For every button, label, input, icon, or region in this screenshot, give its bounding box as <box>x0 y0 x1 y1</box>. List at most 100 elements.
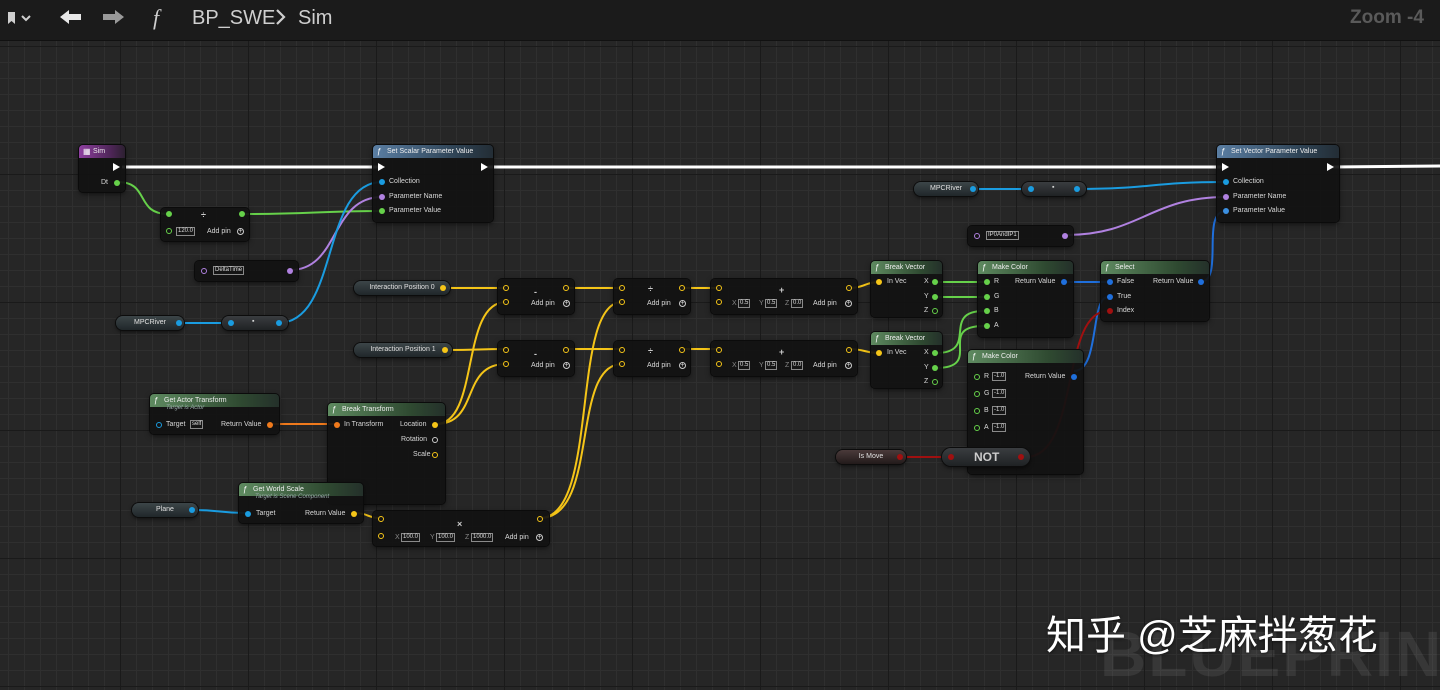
in-vec-pin[interactable] <box>876 350 882 356</box>
z-out-pin[interactable] <box>932 308 938 314</box>
object-out-pin[interactable] <box>276 320 282 326</box>
vector-in-pin-b[interactable] <box>619 361 625 367</box>
add-pin-icon[interactable]: + <box>237 228 244 235</box>
a-in-pin[interactable] <box>974 425 980 431</box>
divide-vector-node-0[interactable]: ÷ Add pin + <box>614 279 690 314</box>
object-in-pin[interactable] <box>228 320 234 326</box>
vector-in-pin-b[interactable] <box>503 361 509 367</box>
vector-in-pin-b[interactable] <box>716 299 722 305</box>
plane-variable[interactable]: Plane <box>132 503 198 517</box>
y-value[interactable]: 0.5 <box>765 361 778 370</box>
interaction-position-0-variable[interactable]: Interaction Position 0 <box>354 281 450 295</box>
bookmark-icon[interactable] <box>6 0 38 40</box>
parameter-name-pin[interactable] <box>1223 194 1229 200</box>
object-in-pin[interactable] <box>1028 186 1034 192</box>
ip0-and-ip1-name-node[interactable]: IP0AndIP1 <box>968 226 1073 246</box>
collection-pin[interactable] <box>379 179 385 185</box>
g-in-pin[interactable] <box>984 294 990 300</box>
vector-out-pin[interactable] <box>846 285 852 291</box>
vector-in-pin-b[interactable] <box>378 533 384 539</box>
z-out-pin[interactable] <box>932 379 938 385</box>
float-in-pin[interactable] <box>166 211 172 217</box>
g-in-pin[interactable] <box>974 391 980 397</box>
vector-in-pin-b[interactable] <box>619 299 625 305</box>
multiply-vector-node[interactable]: × X 100.0 Y 100.0 Z 1000.0 Add pin + <box>373 511 549 546</box>
true-in-pin[interactable] <box>1107 294 1113 300</box>
x-value[interactable]: 100.0 <box>401 533 421 542</box>
float-out-pin[interactable] <box>239 211 245 217</box>
exec-in-pin[interactable] <box>378 163 385 171</box>
object-out-pin[interactable] <box>1074 186 1080 192</box>
blueprint-graph-canvas[interactable]: BLUEPRINT <box>0 41 1440 690</box>
breadcrumb-blueprint[interactable]: BP_SWE <box>192 7 276 29</box>
add-pin-icon[interactable]: + <box>563 362 570 369</box>
exec-out-pin[interactable] <box>113 163 120 171</box>
vector-out-pin[interactable] <box>537 516 543 522</box>
name-in-pin[interactable] <box>201 268 207 274</box>
vector-in-pin-a[interactable] <box>378 516 384 522</box>
divide-float-node[interactable]: ÷ 120.0 Add pin + <box>161 208 249 241</box>
y-value[interactable]: 0.5 <box>765 299 778 308</box>
reroute-node[interactable]: ▪ <box>222 316 288 330</box>
a-in-pin[interactable] <box>984 323 990 329</box>
interaction-position-1-variable[interactable]: Interaction Position 1 <box>354 343 452 357</box>
vector-out-pin[interactable] <box>846 347 852 353</box>
object-out-pin[interactable] <box>189 507 195 513</box>
back-arrow-icon[interactable] <box>56 0 86 40</box>
name-out-pin[interactable] <box>287 268 293 274</box>
false-in-pin[interactable] <box>1107 279 1113 285</box>
r-in-pin[interactable] <box>984 279 990 285</box>
bool-in-pin[interactable] <box>948 454 954 460</box>
parameter-value-pin[interactable] <box>379 208 385 214</box>
subtract-vector-node-1[interactable]: - Add pin + <box>498 341 574 376</box>
rotation-pin[interactable] <box>432 437 438 443</box>
add-vector-node-0[interactable]: + X 0.5 Y 0.5 Z 0.0 Add pin + <box>711 279 857 314</box>
parameter-name-pin[interactable] <box>379 194 385 200</box>
scale-pin[interactable] <box>432 452 438 458</box>
bool-out-pin[interactable] <box>1018 454 1024 460</box>
y-out-pin[interactable] <box>932 294 938 300</box>
mpc-river-variable-2[interactable]: MPCRiver <box>914 182 978 196</box>
exec-out-pin[interactable] <box>1327 163 1334 171</box>
add-pin-icon[interactable]: + <box>679 300 686 307</box>
not-boolean-node[interactable]: NOT <box>942 448 1030 466</box>
vector-out-pin[interactable] <box>679 285 685 291</box>
dt-pin[interactable] <box>114 180 120 186</box>
return-value-pin[interactable] <box>1198 279 1204 285</box>
a-value[interactable]: -1.0 <box>992 423 1007 432</box>
x-value[interactable]: 0.5 <box>738 361 751 370</box>
vector-in-pin-a[interactable] <box>503 347 509 353</box>
add-pin-icon[interactable]: + <box>563 300 570 307</box>
target-pin[interactable] <box>245 511 251 517</box>
object-out-pin[interactable] <box>176 320 182 326</box>
add-pin-icon[interactable]: + <box>536 534 543 541</box>
x-out-pin[interactable] <box>932 350 938 356</box>
mpc-river-variable[interactable]: MPCRiver <box>116 316 184 330</box>
x-value[interactable]: 0.5 <box>738 299 751 308</box>
object-out-pin[interactable] <box>970 186 976 192</box>
bool-out-pin[interactable] <box>897 454 903 460</box>
return-value-pin[interactable] <box>351 511 357 517</box>
sim-event-node[interactable]: ▦Sim Dt <box>79 145 125 192</box>
vector-in-pin-a[interactable] <box>716 285 722 291</box>
r-in-pin[interactable] <box>974 374 980 380</box>
is-move-variable[interactable]: Is Move <box>836 450 906 464</box>
vector-out-pin[interactable] <box>563 285 569 291</box>
return-value-pin[interactable] <box>1071 374 1077 380</box>
forward-arrow-icon[interactable] <box>98 0 128 40</box>
vector-in-pin-a[interactable] <box>619 285 625 291</box>
target-pin[interactable] <box>156 422 162 428</box>
name-in-pin[interactable] <box>974 233 980 239</box>
vector-in-pin-a[interactable] <box>716 347 722 353</box>
z-value[interactable]: 1000.0 <box>471 533 494 542</box>
return-value-pin[interactable] <box>267 422 273 428</box>
delta-time-value[interactable]: DeltaTime <box>213 266 245 275</box>
float-in-pin-2[interactable] <box>166 228 172 234</box>
b-in-pin[interactable] <box>984 308 990 314</box>
